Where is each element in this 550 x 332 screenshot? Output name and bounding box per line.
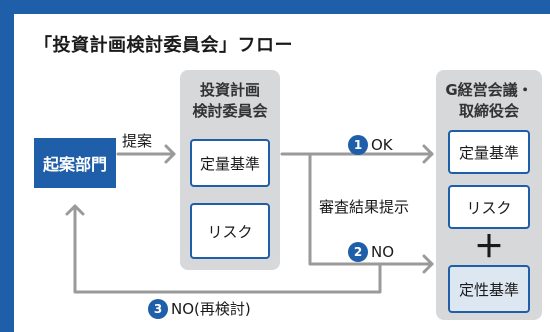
diagram-title: 「投資計画検討委員会」フロー [34, 35, 293, 56]
outcome-reconsider-text: NO(再検討) [171, 300, 251, 318]
reconsider-arrow-head [65, 204, 85, 216]
outcome-ok-text: OK [371, 136, 393, 154]
diagram-canvas: 「投資計画検討委員会」フロー 投資計画 検討委員会 定量基準 リスク G経営会議… [14, 14, 550, 332]
outcome-reconsider-number: 3 [148, 298, 168, 319]
outcome-no: 2 NO [348, 242, 394, 262]
plus-sign: ＋ [474, 230, 504, 265]
reconsider-arrow [73, 204, 382, 294]
committee-title-line2: 検討委員会 [192, 102, 268, 120]
outcome-no-number: 2 [348, 242, 368, 262]
management-title-line1: G経営会議・ [445, 81, 533, 99]
committee-title-line1: 投資計画 [199, 81, 260, 99]
flow-arrows [65, 144, 434, 294]
committee-criteria-risk: リスク [190, 203, 270, 259]
outcome-reconsider: 3 NO(再検討) [148, 298, 251, 319]
outcome-ok: 1 OK [348, 135, 393, 155]
management-title-line2: 取締役会 [458, 102, 519, 120]
management-criteria-qualitative: 定性基準 [448, 265, 530, 313]
committee-criteria-quantitative: 定量基準 [190, 139, 270, 187]
review-result-label: 審査結果提示 [319, 198, 410, 216]
management-criteria-risk: リスク [448, 185, 530, 229]
management-panel: G経営会議・ 取締役会 定量基準 リスク ＋ 定性基準 [436, 70, 542, 320]
no-arrow-head [422, 254, 434, 274]
proposal-arrow-head [164, 144, 176, 164]
management-criteria-quantitative: 定量基準 [448, 130, 530, 174]
originating-department-box: 起案部門 [34, 138, 116, 188]
proposal-label: 提案 [122, 132, 153, 150]
committee-panel: 投資計画 検討委員会 定量基準 リスク [180, 70, 280, 270]
no-arrow [308, 152, 434, 266]
outcome-no-text: NO [371, 243, 395, 261]
outcome-ok-number: 1 [348, 135, 368, 155]
ok-arrow-head [422, 144, 434, 164]
